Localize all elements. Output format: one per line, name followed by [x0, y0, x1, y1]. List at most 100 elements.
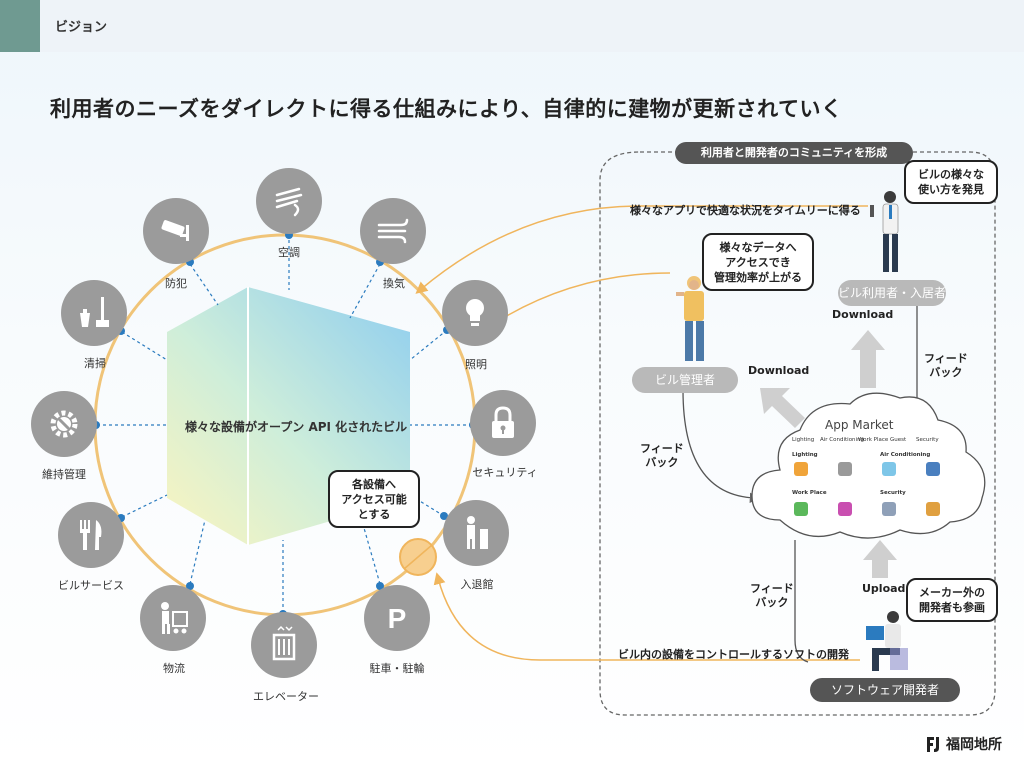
feedback-manager-line-1: フィード [640, 442, 684, 455]
node-elevator [251, 612, 317, 678]
feedback-label-developer: フィード バック [750, 582, 794, 610]
developer-bubble-line-2: 開発者も参画 [919, 601, 985, 614]
cleaning-icon [80, 297, 109, 327]
node-cleaning [61, 280, 127, 346]
elevator-icon [272, 625, 296, 661]
app-tile-lighting-1[interactable] [794, 462, 808, 476]
node-label-elevator: エレベーター [253, 690, 319, 703]
node-lighting [442, 280, 508, 346]
feedback-developer-line-1: フィード [750, 582, 794, 595]
connection-spokes [97, 234, 472, 613]
feedback-developer-line-2: バック [755, 596, 789, 609]
download-arrow-up [851, 330, 885, 388]
company-logo-mark [927, 737, 939, 752]
upload-label: Upload [862, 582, 906, 595]
entry-exit-icon [467, 516, 488, 549]
building-user-pill: ビル利用者・入居者 [838, 280, 946, 306]
building-label: 様々な設備がオープン API 化されたビル [185, 420, 408, 434]
node-crime-prevention [143, 198, 209, 264]
feedback-arrow-manager [682, 389, 761, 503]
fork-knife-icon [80, 520, 102, 550]
node-building-service [58, 502, 124, 568]
node-label-crime-prevention: 防犯 [165, 277, 187, 290]
parking-icon: P [388, 603, 407, 634]
app-category-work-place: Work Place [792, 490, 827, 496]
app-market-tab-5[interactable]: Security [916, 437, 939, 443]
manager-bubble-line-1: 様々なデータへ [719, 241, 797, 254]
developer-bubble-line-1: メーカー外の [919, 586, 985, 599]
header-accent [0, 0, 40, 52]
upload-arrow-up [863, 540, 897, 578]
app-tile-security-1[interactable] [882, 502, 896, 516]
access-bubble-line-1: 各設備へ [352, 478, 396, 491]
app-market-tab-3[interactable]: Work Place [858, 437, 889, 443]
app-tile-lighting-2[interactable] [838, 462, 852, 476]
app-market-cloud [751, 392, 986, 539]
app-tile-work-2[interactable] [838, 502, 852, 516]
access-bubble-line-3: とする [357, 508, 391, 521]
feedback-user-line-1: フィード [924, 352, 968, 365]
ventilation-icon [377, 218, 409, 244]
node-air-conditioning [256, 168, 322, 234]
node-label-entry-exit: 入退館 [460, 578, 494, 591]
community-label: 利用者と開発者のコミュニティを形成 [675, 142, 913, 164]
user-bubble: ビルの様々な 使い方を発見 [904, 160, 998, 204]
user-bubble-line-1: ビルの様々な [918, 168, 984, 181]
node-label-parking: 駐車・駐輪 [369, 662, 425, 675]
manager-bubble-line-2: アクセスでき [725, 256, 791, 269]
feedback-manager-line-2: バック [645, 456, 679, 469]
app-tile-security-2[interactable] [926, 502, 940, 516]
node-label-ventilation: 換気 [383, 277, 405, 290]
app-market-tab-2[interactable]: Air Conditioning [820, 437, 865, 443]
manager-bubble-line-3: 管理効率が上がる [714, 271, 802, 284]
software-developer-figure [866, 611, 908, 671]
company-logo-text: 福岡地所 [946, 737, 1002, 753]
node-ventilation [360, 198, 426, 264]
app-category-lighting: Lighting [792, 452, 818, 458]
download-label-manager: Download [748, 364, 810, 377]
app-market-tab-1[interactable]: Lighting [792, 437, 815, 443]
svg-text:P: P [388, 603, 407, 634]
lock-icon [492, 406, 514, 438]
node-label-air-conditioning: 空調 [278, 246, 300, 259]
building-user-figure [870, 191, 899, 272]
node-maintenance [31, 391, 97, 457]
app-market-title: App Market [825, 418, 894, 432]
page-title: 利用者のニーズをダイレクトに得る仕組みにより、自律的に建物が更新されていく [50, 97, 843, 121]
feedback-label-manager: フィード バック [640, 442, 684, 470]
app-tile-work-1[interactable] [794, 502, 808, 516]
section-label: ビジョン [55, 20, 108, 35]
node-security [470, 390, 536, 456]
node-entry-exit [443, 500, 509, 566]
node-label-lighting: 照明 [465, 358, 487, 371]
node-parking: P [364, 585, 430, 651]
building-manager-figure [676, 276, 704, 361]
download-label-user: Download [832, 308, 894, 321]
app-category-air-conditioning: Air Conditioning [880, 452, 931, 458]
node-label-maintenance: 維持管理 [42, 468, 86, 481]
header-bar: ビジョン [0, 0, 1024, 52]
user-bubble-line-2: 使い方を発見 [918, 183, 984, 196]
feedback-arrow-developer [794, 540, 809, 663]
node-label-cleaning: 清掃 [84, 357, 106, 370]
access-bubble-line-2: アクセス可能 [341, 493, 407, 506]
feedback-label-user: フィード バック [924, 352, 968, 380]
node-label-security: セキュリティ [472, 466, 538, 479]
logistics-icon [161, 602, 188, 634]
software-development-text: ビル内の設備をコントロールするソフトの開発 [618, 648, 849, 661]
app-market-tab-4[interactable]: Guest [890, 437, 907, 443]
arrow-dev-to-building [433, 572, 860, 661]
air-conditioning-icon [275, 187, 303, 217]
software-developer-pill: ソフトウェア開発者 [810, 678, 960, 702]
app-category-security: Security [880, 490, 906, 496]
app-tile-air-1[interactable] [882, 462, 896, 476]
lightbulb-icon [466, 299, 484, 326]
maintenance-gear-icon [50, 410, 78, 438]
manager-bubble: 様々なデータへ アクセスでき 管理効率が上がる [702, 233, 814, 291]
node-label-building-service: ビルサービス [58, 579, 124, 592]
app-tile-air-2[interactable] [926, 462, 940, 476]
apps-comfort-text: 様々なアプリで快適な状況をタイムリーに得る [630, 204, 861, 217]
node-label-logistics: 物流 [163, 662, 185, 675]
download-arrow-diagonal [760, 388, 805, 428]
